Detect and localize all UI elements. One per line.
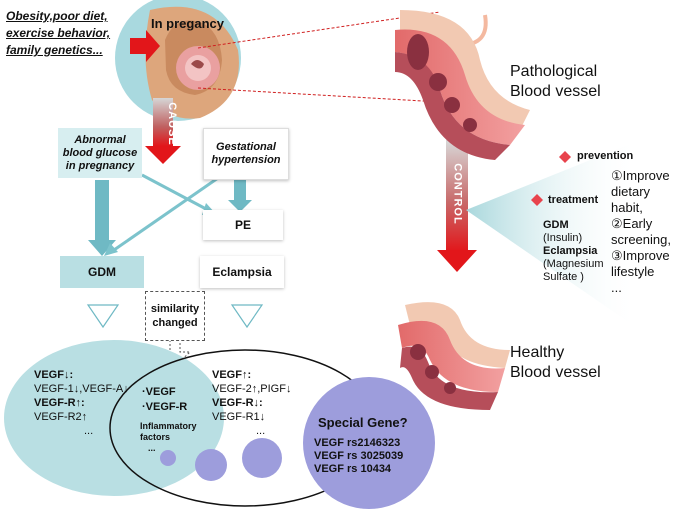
pathological-label: Pathological Blood vessel: [510, 62, 601, 102]
abnormal-glucose-box: Abnormal blood glucose in pregnancy: [58, 128, 142, 178]
treatment-eclampsia-drug: (Magnesium: [543, 258, 604, 270]
inflam-dots: ...: [148, 443, 156, 453]
gdm-box: GDM: [60, 256, 144, 288]
vegf-down-values: VEGF-1↓,VEGF-A↓: [34, 383, 129, 395]
pregnancy-label: In pregancy: [151, 16, 224, 31]
risk-factors: Obesity,poor diet, exercise behavior, fa…: [6, 8, 110, 59]
left-ellipse-text: VEGF↓: VEGF-1↓,VEGF-A↓ VEGF-R↑: VEGF-R2↑…: [34, 368, 129, 438]
prevention-item: ②Early: [611, 216, 653, 231]
pathological-line: Blood vessel: [510, 83, 601, 100]
treatment-fan: [466, 140, 640, 330]
special-gene-item: VEGF rs 10434: [314, 463, 392, 475]
inflammatory-factors: Inflammatory factors ...: [140, 421, 197, 454]
vegfr-down-values: VEGF-R1↓: [212, 411, 266, 423]
zoom-lines: [197, 11, 441, 103]
healthy-label: Healthy Blood vessel: [510, 343, 601, 383]
box-line: Abnormal: [74, 133, 126, 146]
treatment-eclampsia-drug: Sulfate ): [543, 271, 584, 283]
gestational-hypertension-box: Gestational hypertension: [203, 128, 289, 180]
prevention-item: dietary: [611, 184, 651, 199]
risk-factor-line: family genetics...: [6, 43, 103, 57]
eclampsia-box: Eclampsia: [200, 256, 284, 288]
vegfr-up-label: VEGF-R↑:: [34, 397, 85, 409]
vegfr-down-label: VEGF-R↓:: [212, 397, 263, 409]
cross-lines: [113, 173, 219, 252]
middle-ellipse-text: VEGF↑: VEGF-2↑,PIGF↓ VEGF-R↓: VEGF-R1↓ .…: [212, 368, 291, 438]
vegf-down-label: VEGF↓:: [34, 369, 74, 381]
cause-label: CAUSE: [165, 102, 178, 146]
prevention-item: ①Improve: [611, 168, 670, 183]
prevention-item: screening,: [611, 232, 671, 247]
prevention-title: prevention: [577, 150, 634, 162]
flow-arrows: [88, 180, 252, 256]
box-line: in pregnancy: [65, 159, 135, 172]
special-gene-title: Special Gene?: [318, 415, 408, 430]
prevention-item: lifestyle: [611, 264, 655, 279]
outline-triangles: [86, 304, 264, 329]
control-label: CONTROL: [451, 163, 464, 225]
diamond-icons: [531, 151, 571, 206]
inflam-line: factors: [140, 432, 171, 442]
box-line: Gestational: [216, 141, 276, 153]
treatment-eclampsia: Eclampsia: [543, 245, 598, 257]
healthy-vessel: [398, 302, 510, 410]
healthy-line: Blood vessel: [510, 364, 601, 381]
shared-vegfr: ·VEGF-R: [142, 401, 188, 413]
box-line: blood glucose: [62, 146, 138, 159]
box-line: hypertension: [211, 154, 281, 166]
vegf-up-label: VEGF↑:: [212, 369, 252, 381]
vegfr-up-values: VEGF-R2↑: [34, 411, 88, 423]
special-gene-item: VEGF rs2146323: [314, 437, 401, 449]
prevention-list: ①Improve dietary habit, ②Early screening…: [611, 168, 671, 296]
treatment-title: treatment: [548, 194, 599, 206]
risk-arrow: [130, 30, 160, 62]
treatment-details: GDM (Insulin) Eclampsia (Magnesium Sulfa…: [543, 219, 604, 284]
ellipsis: ...: [256, 425, 266, 437]
special-gene-list: VEGF rs2146323 VEGF rs 3025039 VEGF rs 1…: [314, 437, 403, 476]
shared-vegf: ·VEGF: [142, 386, 176, 398]
prevention-item: ③Improve: [611, 248, 670, 263]
pathological-line: Pathological: [510, 63, 598, 80]
pregnancy-circle: [115, 0, 241, 121]
vegf-up-values: VEGF-2↑,PIGF↓: [212, 383, 292, 395]
middle-ellipse-shared: ·VEGF ·VEGF-R: [142, 385, 187, 415]
ellipsis: ...: [84, 425, 94, 437]
pathological-vessel: [395, 10, 530, 160]
risk-factor-line: Obesity,poor diet,: [6, 9, 108, 23]
special-gene-item: VEGF rs 3025039: [314, 450, 404, 462]
prevention-item: ...: [611, 280, 622, 295]
treatment-gdm: GDM: [543, 219, 569, 231]
control-arrow: [437, 140, 477, 272]
pe-box: PE: [203, 210, 283, 240]
inflam-line: Inflammatory: [140, 421, 197, 431]
similarity-line: changed: [152, 317, 198, 329]
healthy-line: Healthy: [510, 344, 565, 361]
cause-arrow: [145, 98, 181, 164]
treatment-gdm-drug: (Insulin): [543, 232, 583, 244]
similarity-line: similarity: [150, 303, 200, 315]
purple-circles: [160, 377, 435, 509]
risk-factor-line: exercise behavior,: [6, 26, 111, 40]
prevention-item: habit,: [611, 200, 643, 215]
similarity-box: similarity changed: [145, 291, 205, 341]
